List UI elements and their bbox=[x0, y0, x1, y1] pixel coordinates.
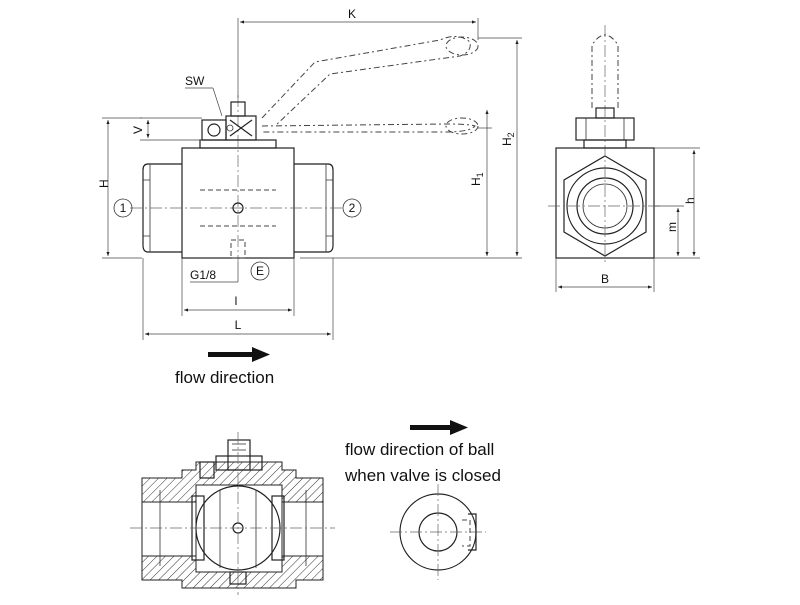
dim-L: L bbox=[142, 258, 334, 340]
stem-nut-left bbox=[201, 119, 227, 141]
dim-SW: SW bbox=[185, 74, 223, 117]
port-2-marker: 2 bbox=[342, 198, 362, 218]
ball-flow-arrow bbox=[410, 420, 468, 435]
label-V: V bbox=[131, 126, 145, 134]
side-handle bbox=[591, 34, 619, 108]
dim-H1: H1 bbox=[300, 110, 492, 259]
left-port bbox=[142, 163, 182, 253]
ball-direction-view: flow direction of ball when valve is clo… bbox=[344, 420, 501, 580]
ball-flow-caption-1: flow direction of ball bbox=[345, 440, 494, 459]
dim-V: V bbox=[131, 117, 202, 141]
dim-h: h bbox=[654, 147, 700, 259]
svg-text:1: 1 bbox=[120, 201, 127, 215]
label-H: H bbox=[97, 179, 111, 188]
dim-G: G1/8 bbox=[190, 262, 239, 283]
stem-hole bbox=[232, 202, 244, 214]
label-L: L bbox=[235, 318, 242, 332]
label-SW: SW bbox=[185, 74, 205, 88]
label-G: G1/8 bbox=[190, 268, 216, 282]
label-l: l bbox=[235, 294, 238, 308]
section-view bbox=[130, 432, 335, 595]
svg-text:E: E bbox=[256, 264, 264, 278]
nut-bolt bbox=[207, 123, 221, 137]
dim-H: H bbox=[97, 117, 142, 259]
label-m: m bbox=[665, 222, 679, 232]
dim-l: l bbox=[181, 258, 295, 316]
side-view: h m B bbox=[548, 25, 700, 292]
dim-m: m bbox=[654, 205, 684, 256]
ball-flow-caption-2: when valve is closed bbox=[344, 466, 501, 485]
label-h: h bbox=[683, 197, 697, 204]
front-view: K SW V H H1 bbox=[97, 7, 522, 387]
stem-top bbox=[230, 101, 246, 117]
label-H1: H1 bbox=[469, 172, 485, 186]
svg-text:2: 2 bbox=[349, 201, 356, 215]
flow-arrow bbox=[208, 347, 270, 362]
label-B: B bbox=[601, 272, 609, 286]
dim-K: K bbox=[237, 7, 479, 98]
dim-H2: H2 bbox=[478, 37, 522, 259]
port-1-marker: 1 bbox=[113, 198, 133, 218]
label-H2: H2 bbox=[500, 132, 516, 146]
flow-direction-caption: flow direction bbox=[175, 368, 274, 387]
handle-lever bbox=[261, 36, 479, 135]
dim-B: B bbox=[555, 258, 655, 292]
port-E-marker: E bbox=[250, 261, 270, 281]
label-K: K bbox=[348, 7, 356, 21]
